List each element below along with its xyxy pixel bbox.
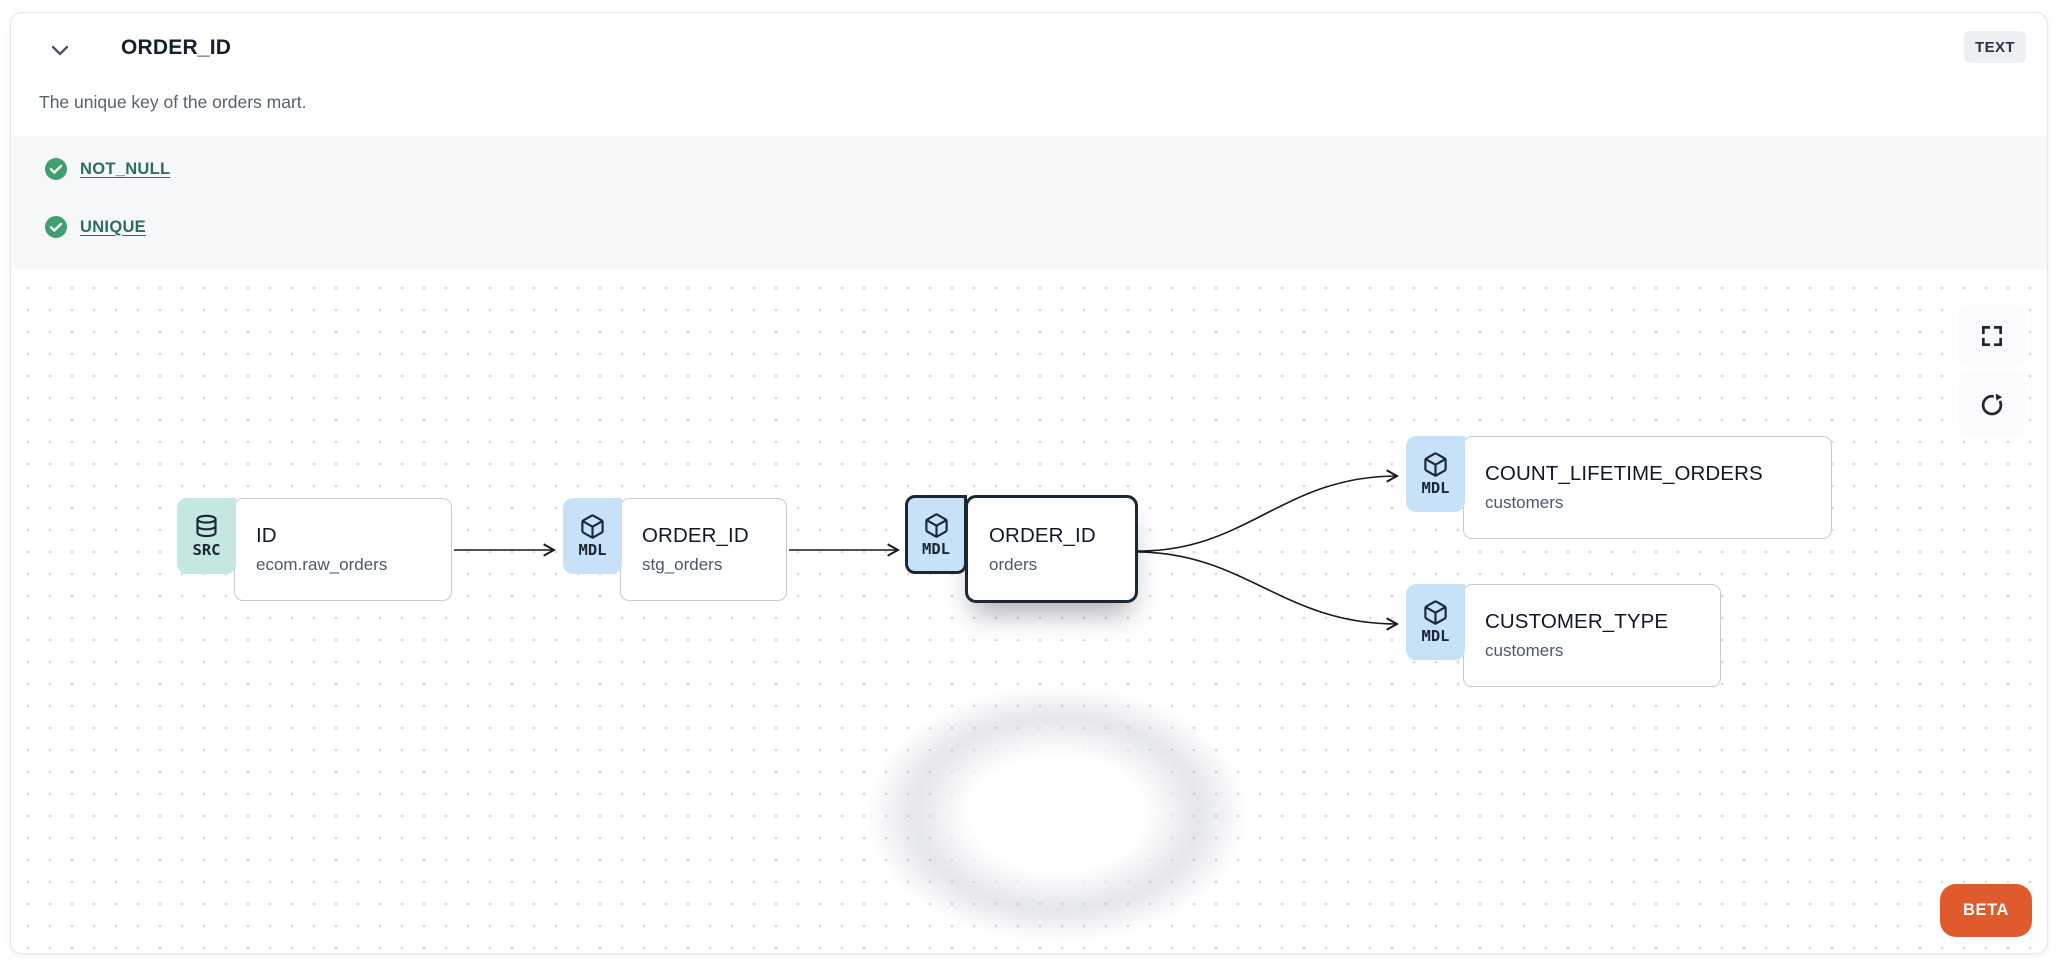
lineage-node-raw-orders-id[interactable]: SRC ID ecom.raw_orders xyxy=(177,498,452,601)
node-subtitle: orders xyxy=(989,554,1038,574)
node-type-badge-model: MDL xyxy=(905,495,967,574)
tests-section: NOT_NULL UNIQUE xyxy=(11,136,2047,269)
fullscreen-button[interactable] xyxy=(1959,304,2025,368)
node-type-badge-source: SRC xyxy=(177,498,236,574)
node-subtitle: customers xyxy=(1485,493,1564,512)
node-title: ORDER_ID xyxy=(989,523,1096,547)
node-badge-label: MDL xyxy=(1421,627,1450,645)
lineage-edges xyxy=(454,469,1400,631)
test-link-unique[interactable]: UNIQUE xyxy=(80,217,146,236)
node-card: ORDER_ID orders xyxy=(965,495,1138,603)
refresh-button[interactable] xyxy=(1959,372,2025,436)
page-title: ORDER_ID xyxy=(121,36,232,59)
collapse-toggle[interactable] xyxy=(47,37,73,63)
cube-icon xyxy=(581,514,604,539)
lineage-node-orders-selected[interactable]: MDL ORDER_ID orders xyxy=(905,495,1138,603)
node-badge-label: SRC xyxy=(192,541,221,559)
cube-icon xyxy=(924,512,948,538)
node-badge-label: MDL xyxy=(1421,479,1450,497)
refresh-icon xyxy=(1979,391,2005,417)
column-description: The unique key of the orders mart. xyxy=(39,92,307,112)
node-card: COUNT_LIFETIME_ORDERS customers xyxy=(1463,436,1832,539)
beta-badge: BETA xyxy=(1940,884,2032,937)
selected-node-glow xyxy=(812,649,1302,953)
column-type-badge: TEXT xyxy=(1964,31,2026,63)
node-title: ID xyxy=(256,524,277,547)
node-subtitle: ecom.raw_orders xyxy=(256,555,388,574)
cube-icon xyxy=(1424,600,1447,625)
check-circle-icon xyxy=(44,157,68,181)
node-subtitle: stg_orders xyxy=(642,555,723,574)
node-card: CUSTOMER_TYPE customers xyxy=(1463,584,1721,687)
database-icon xyxy=(196,514,217,538)
lineage-node-customer-type[interactable]: MDL CUSTOMER_TYPE customers xyxy=(1406,584,1721,687)
node-title: ORDER_ID xyxy=(642,524,749,547)
node-badge-label: MDL xyxy=(922,539,950,558)
column-details-panel: ORDER_ID TEXT The unique key of the orde… xyxy=(10,12,2048,954)
chevron-down-icon xyxy=(48,38,72,62)
test-row-not-null: NOT_NULL xyxy=(44,156,2047,182)
lineage-node-count-lifetime-orders[interactable]: MDL COUNT_LIFETIME_ORDERS customers xyxy=(1406,436,1832,539)
node-subtitle: customers xyxy=(1485,641,1564,660)
node-type-badge-model: MDL xyxy=(1406,584,1465,660)
test-link-not-null[interactable]: NOT_NULL xyxy=(80,159,171,178)
node-title: CUSTOMER_TYPE xyxy=(1485,610,1669,633)
lineage-canvas[interactable]: SRC ID ecom.raw_orders MDL ORDER_ID stg_… xyxy=(11,269,2047,953)
node-badge-label: MDL xyxy=(578,541,607,559)
check-circle-icon xyxy=(44,215,68,239)
node-type-badge-model: MDL xyxy=(1406,436,1465,512)
lineage-node-stg-orders[interactable]: MDL ORDER_ID stg_orders xyxy=(563,498,787,601)
node-card: ID ecom.raw_orders xyxy=(234,498,452,601)
node-card: ORDER_ID stg_orders xyxy=(620,498,787,601)
node-title: COUNT_LIFETIME_ORDERS xyxy=(1485,462,1763,485)
cube-icon xyxy=(1424,452,1447,477)
test-row-unique: UNIQUE xyxy=(44,214,2047,240)
node-type-badge-model: MDL xyxy=(563,498,622,574)
fullscreen-icon xyxy=(1979,323,2005,349)
